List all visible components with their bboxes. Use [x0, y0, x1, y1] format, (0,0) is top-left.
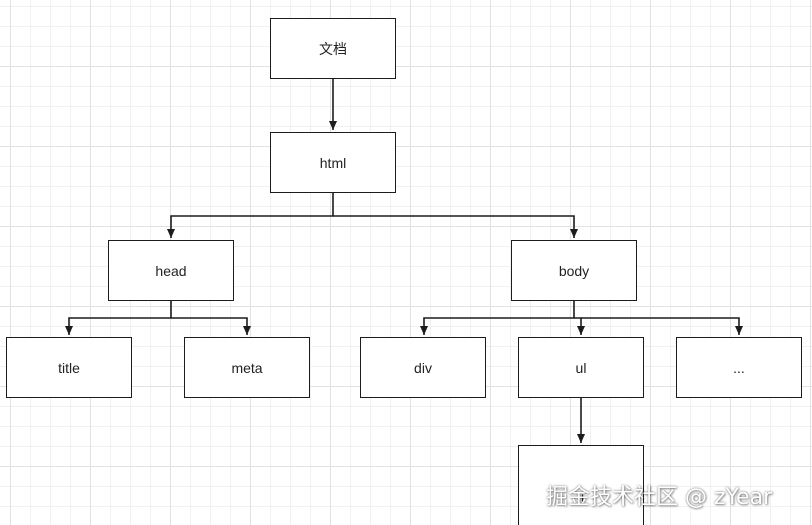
edge-body-div [420, 301, 575, 335]
node-li: li [518, 445, 644, 525]
node-document: 文档 [270, 18, 396, 79]
node-more: ... [676, 337, 802, 398]
edge-body-more [581, 317, 743, 335]
edge-head-title [65, 300, 172, 335]
node-title: title [6, 337, 132, 398]
edge-body-ul [574, 317, 585, 335]
edge-head-meta [171, 317, 251, 335]
edge-html-head [167, 193, 334, 238]
node-meta: meta [184, 337, 310, 398]
node-html: html [270, 132, 396, 193]
node-ul: ul [518, 337, 644, 398]
node-div: div [360, 337, 486, 398]
node-more-label: ... [733, 359, 745, 376]
node-div-label: div [414, 359, 432, 376]
node-ul-label: ul [575, 359, 587, 376]
edge-html-body [333, 215, 578, 238]
node-head-label: head [155, 262, 187, 279]
node-head: head [108, 240, 234, 301]
node-body: body [511, 240, 637, 301]
watermark: 掘金技术社区 @ zYear [546, 485, 773, 510]
node-html-label: html [319, 154, 347, 171]
node-title-label: title [58, 359, 80, 376]
node-meta-label: meta [231, 359, 263, 376]
node-document-label: 文档 [319, 40, 347, 57]
node-li-label: li [577, 489, 585, 505]
node-body-label: body [558, 262, 590, 279]
